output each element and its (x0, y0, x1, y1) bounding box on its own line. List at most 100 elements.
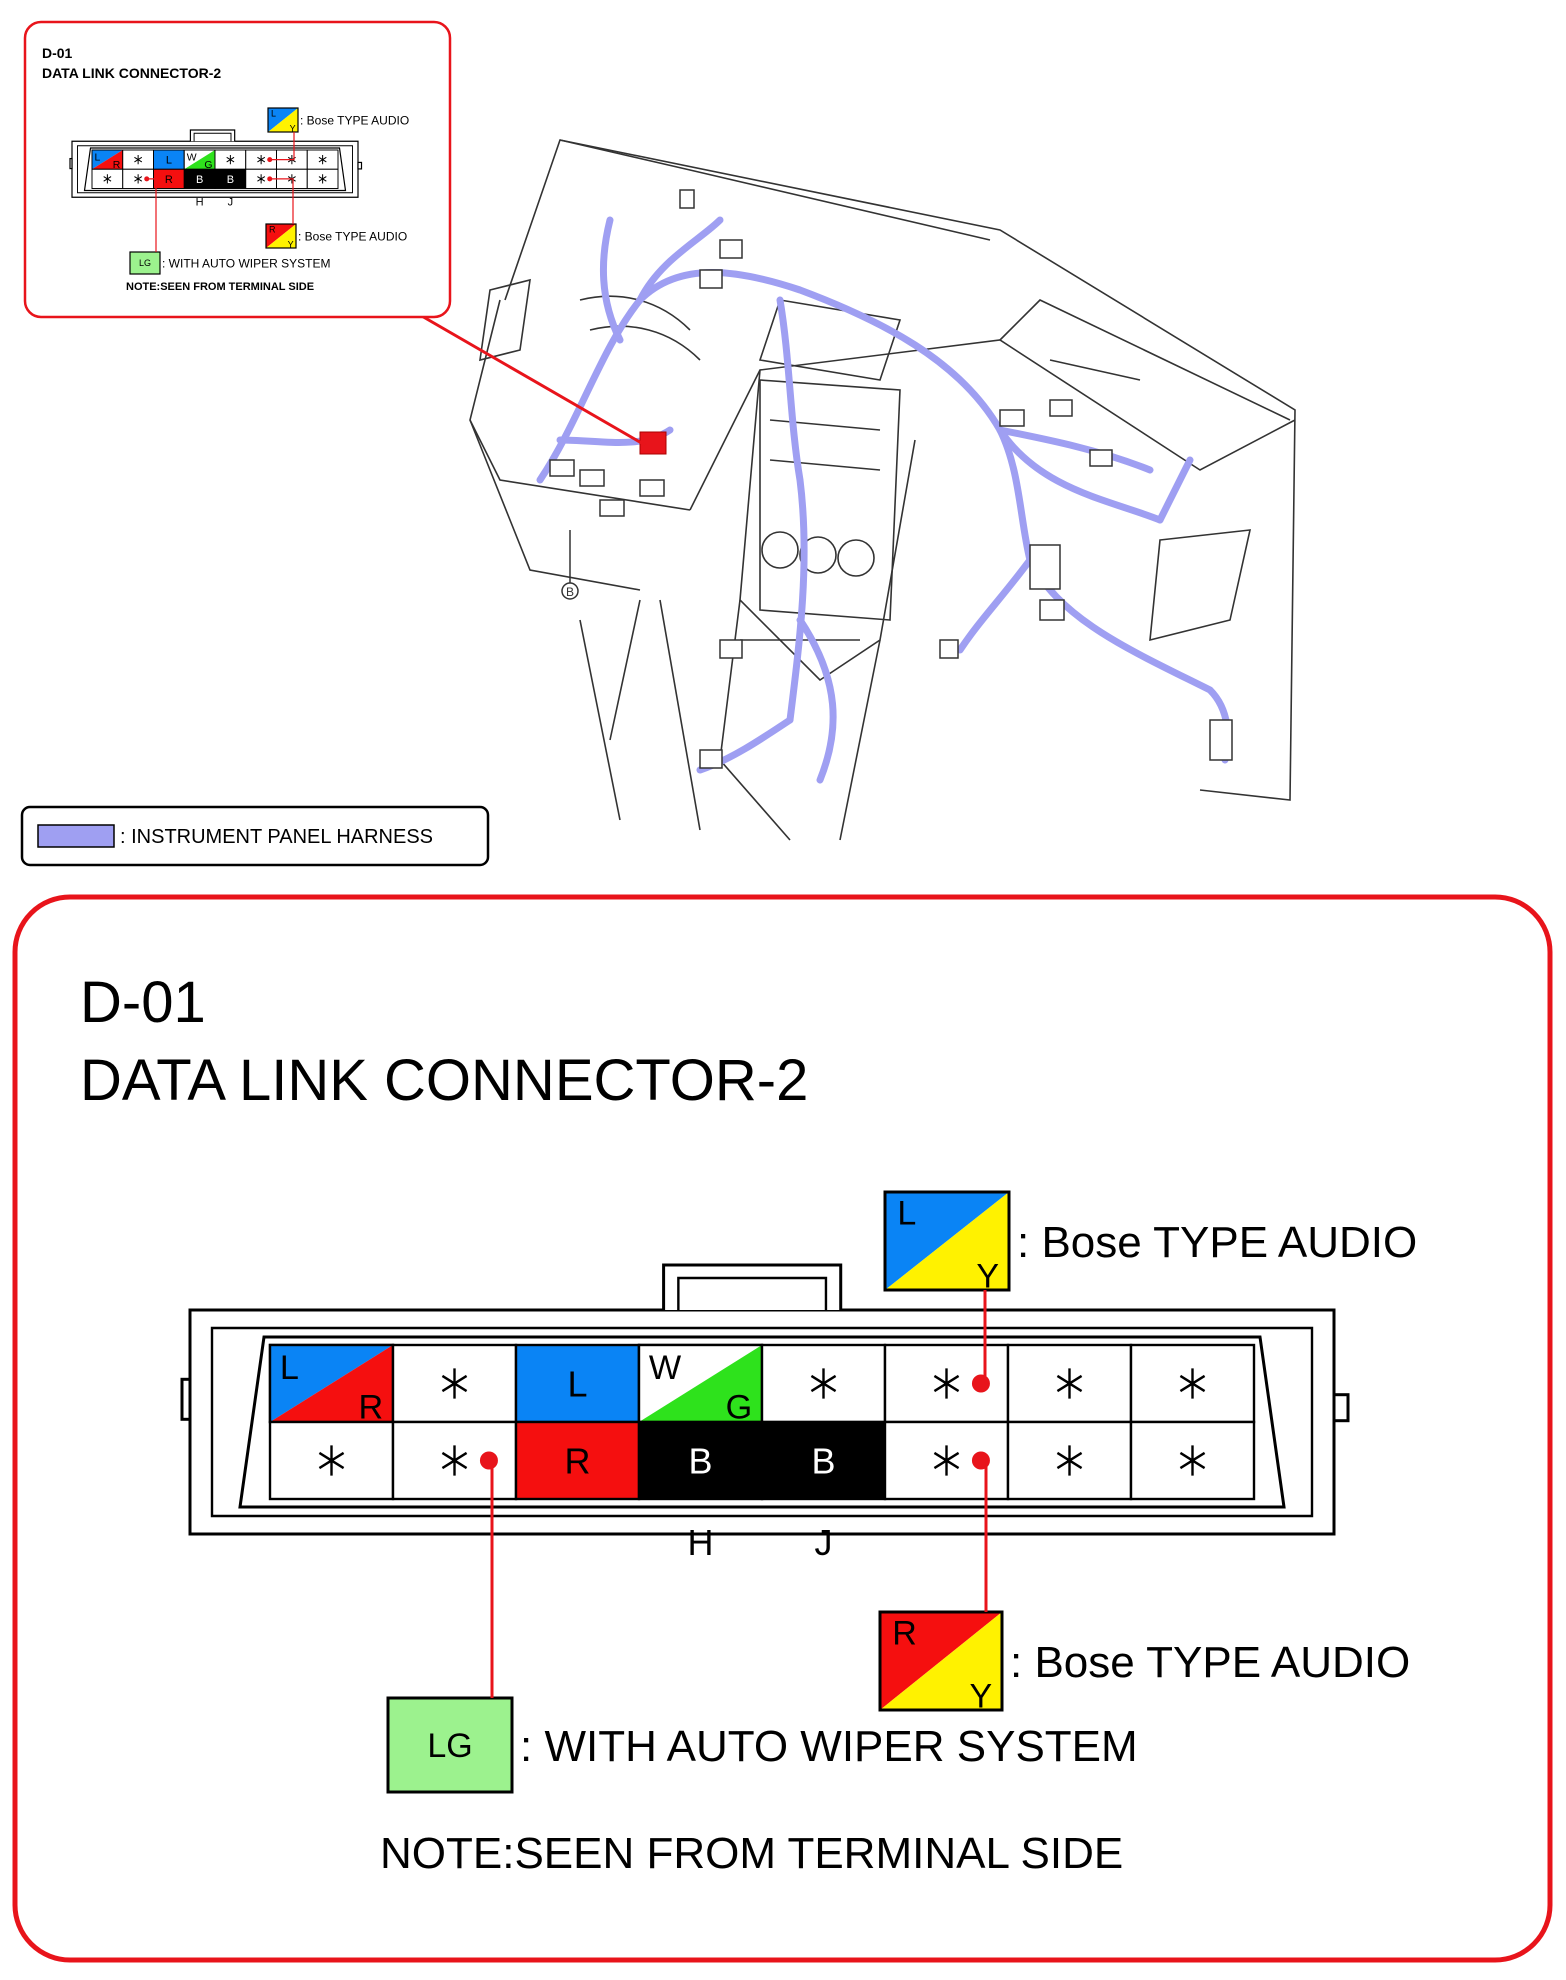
callout-stripe-bottom (885, 1192, 1009, 1290)
harness-legend: : INSTRUMENT PANEL HARNESS (20, 805, 490, 867)
stripe-bottom (270, 1345, 393, 1422)
latch-inner (193, 132, 232, 142)
unused-terminal-mark (134, 174, 143, 184)
callout-bottom-letter: Y (288, 239, 294, 249)
terminal-r2-c1 (268, 1420, 395, 1501)
callout-1: L Y : Bose TYPE AUDIO (883, 1190, 1417, 1393)
callout-swatch (265, 223, 297, 249)
terminal-r1-c8 (306, 149, 339, 170)
callout-text: : Bose TYPE AUDIO (1017, 1218, 1417, 1267)
dashboard-overview: B (419, 139, 1296, 841)
terminal-dot (267, 176, 273, 182)
unused-terminal-mark (1179, 1368, 1206, 1399)
callout-stripe-bottom (268, 108, 298, 132)
wire-color-bottom: R (113, 160, 121, 171)
wire-color-label: B (196, 174, 203, 186)
terminal-fill (760, 1343, 887, 1424)
callout-text: : Bose TYPE AUDIO (300, 113, 409, 127)
wire-color-label: B (688, 1440, 712, 1481)
callout-top-letter: L (271, 109, 276, 119)
terminal-side-note: NOTE:SEEN FROM TERMINAL SIDE (380, 1829, 1123, 1878)
callout-swatch (883, 1190, 1011, 1292)
cavity-label-j: J (815, 1522, 833, 1563)
callout-top-letter: R (892, 1614, 917, 1652)
callout-swatch (267, 107, 299, 133)
instrument-panel-harness (536, 216, 1232, 784)
wire-color-label: R (165, 174, 173, 186)
terminal-fill (514, 1420, 641, 1501)
unused-terminal-mark (318, 155, 327, 165)
terminal-r1-c5 (760, 1343, 887, 1424)
callout-3: LG : WITH AUTO WIPER SYSTEM (386, 1451, 1138, 1794)
terminal-r2-c2 (391, 1420, 518, 1501)
cavity-label-h: H (196, 197, 204, 209)
cavity-label-h: H (688, 1522, 714, 1563)
unused-terminal-mark (318, 1445, 345, 1476)
terminal-r2-c8 (1129, 1420, 1256, 1501)
callout-1: LY: Bose TYPE AUDIO (267, 107, 409, 163)
terminal-fill (1129, 1420, 1256, 1501)
callout-3: LG: WITH AUTO WIPER SYSTEM (129, 176, 330, 275)
unused-terminal-mark (103, 174, 112, 184)
ground-mark: B (561, 530, 579, 600)
connector-latch (189, 129, 236, 142)
wire-color-label: B (811, 1440, 835, 1481)
connector-blocks (549, 189, 1233, 769)
callout-text: : WITH AUTO WIPER SYSTEM (520, 1722, 1138, 1771)
terminal-r2-c8 (306, 168, 339, 189)
right-side-tab (1332, 1393, 1350, 1423)
cavity-label-j: J (228, 197, 234, 209)
terminal-r1-c2 (122, 149, 154, 170)
unused-terminal-mark (226, 155, 235, 165)
callout-top-letter: R (269, 225, 276, 235)
small-note: NOTE:SEEN FROM TERMINAL SIDE (126, 281, 314, 293)
unused-terminal-mark (810, 1368, 837, 1399)
terminal-r1-c2 (391, 1343, 518, 1424)
wire-color-top: W (187, 152, 197, 163)
terminal-r2-c3: R (514, 1420, 641, 1501)
stripe-bottom (92, 150, 123, 170)
callout-bottom-letter: Y (970, 1677, 993, 1715)
callout-top-letter: L (897, 1194, 916, 1232)
callout-leader (269, 132, 295, 161)
terminal-r1-c1: LR (268, 1343, 395, 1426)
housing-inner-outline (77, 145, 353, 194)
terminal-r2-c4: B (637, 1420, 764, 1501)
wire-color-bottom: R (358, 1388, 383, 1426)
callout-text: : Bose TYPE AUDIO (298, 229, 407, 243)
wire-color-bottom: G (726, 1388, 753, 1426)
legend-label: : INSTRUMENT PANEL HARNESS (120, 826, 433, 848)
terminal-r2-c5: B (760, 1420, 887, 1501)
unused-terminal-mark (134, 155, 143, 165)
terminal-dot (971, 1374, 990, 1393)
right-side-tab (357, 161, 363, 170)
callout-text: : Bose TYPE AUDIO (1010, 1638, 1410, 1687)
terminal-r1-c8 (1129, 1343, 1256, 1424)
connector-name: DATA LINK CONNECTOR-2 (80, 1048, 808, 1113)
terminal-r1-c3: L (514, 1343, 641, 1424)
terminal-r2-c3: R (153, 168, 185, 189)
callout-swatch (878, 1610, 1004, 1712)
latch-inner (677, 1276, 828, 1310)
legend-frame (20, 805, 490, 867)
terminal-r1-c7 (1006, 1343, 1133, 1424)
terminal-r2-c6 (245, 168, 277, 189)
callout-bottom-letter: Y (976, 1257, 999, 1295)
stripe-bottom (639, 1345, 762, 1422)
callout-stripe-bottom (266, 224, 296, 248)
unused-terminal-mark (257, 155, 266, 165)
callout-swatch-label: LG (427, 1727, 472, 1765)
wire-color-top: L (280, 1349, 299, 1387)
terminal-r2-c5: B (214, 168, 247, 189)
terminal-fill (514, 1343, 641, 1424)
terminal-r1-c4: WG (637, 1343, 764, 1426)
terminal-dot (479, 1451, 498, 1470)
wire-color-bottom: G (204, 160, 212, 171)
